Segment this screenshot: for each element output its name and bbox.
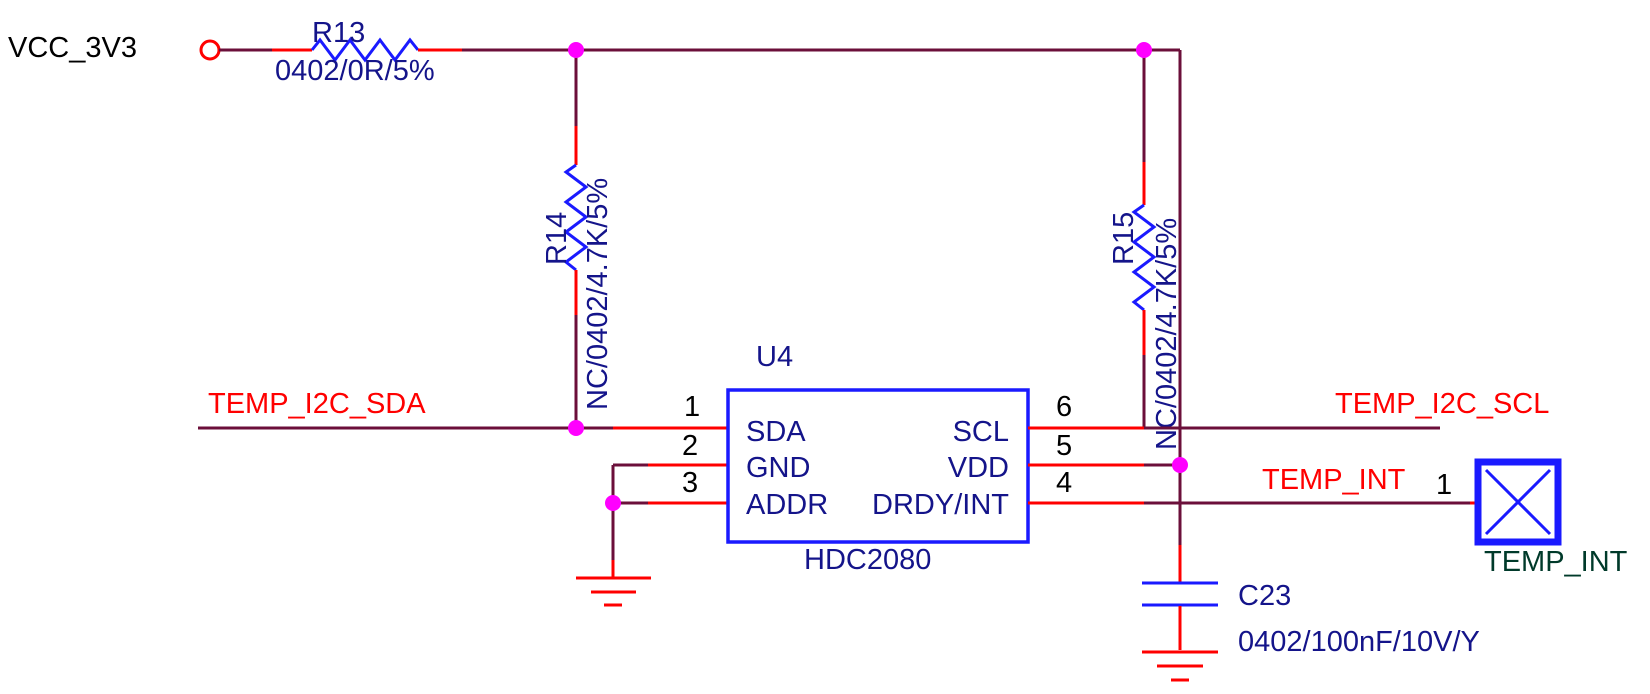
r13-value: 0402/0R/5% bbox=[275, 55, 435, 87]
ground-symbol-right-icon bbox=[1142, 650, 1218, 682]
pin-name-vdd: VDD bbox=[948, 452, 1009, 484]
pin-name-sda: SDA bbox=[746, 416, 806, 448]
pin-number-scl: 6 bbox=[1056, 391, 1072, 423]
ic-part: HDC2080 bbox=[804, 544, 931, 576]
pin-number-vdd: 5 bbox=[1056, 430, 1072, 462]
int-net-label: TEMP_INT bbox=[1262, 464, 1406, 496]
c23-ref: C23 bbox=[1238, 580, 1291, 612]
ground-symbol-left-icon bbox=[576, 576, 651, 607]
scl-net-label: TEMP_I2C_SCL bbox=[1335, 388, 1549, 420]
junction-r15-top bbox=[1136, 42, 1152, 58]
junction-sda bbox=[568, 420, 584, 436]
pin-name-addr: ADDR bbox=[746, 489, 828, 521]
c23-value: 0402/100nF/10V/Y bbox=[1238, 626, 1480, 658]
testpoint-icon[interactable] bbox=[1474, 458, 1562, 546]
resistor-r13[interactable] bbox=[272, 37, 462, 63]
pin-number-drdy: 4 bbox=[1056, 467, 1072, 499]
testpoint-label: TEMP_INT bbox=[1484, 546, 1628, 578]
ic-ref: U4 bbox=[756, 341, 793, 373]
resistor-r14[interactable] bbox=[563, 126, 589, 315]
resistor-r15[interactable] bbox=[1131, 162, 1157, 355]
r15-value: NC/0402/4.7K/5% bbox=[1151, 218, 1183, 450]
r13-ref: R13 bbox=[312, 17, 365, 49]
junction-vdd bbox=[1172, 457, 1188, 473]
pin-name-drdy: DRDY/INT bbox=[872, 489, 1009, 521]
capacitor-c23[interactable] bbox=[1142, 581, 1218, 607]
r14-value: NC/0402/4.7K/5% bbox=[582, 178, 614, 410]
r15-ref: R15 bbox=[1108, 212, 1140, 265]
power-port-icon bbox=[199, 39, 221, 61]
pin-name-gnd: GND bbox=[746, 452, 810, 484]
junction-r14-top bbox=[568, 42, 584, 58]
r14-ref: R14 bbox=[541, 212, 573, 265]
testpoint-pin-number: 1 bbox=[1436, 469, 1452, 501]
sda-net-label: TEMP_I2C_SDA bbox=[208, 388, 426, 420]
pin-number-gnd: 2 bbox=[682, 430, 698, 462]
pin-number-addr: 3 bbox=[682, 467, 698, 499]
pin-number-sda: 1 bbox=[684, 391, 700, 423]
power-net-label: VCC_3V3 bbox=[8, 32, 137, 64]
junction-gnd-addr bbox=[605, 495, 621, 511]
pin-name-scl: SCL bbox=[953, 416, 1009, 448]
